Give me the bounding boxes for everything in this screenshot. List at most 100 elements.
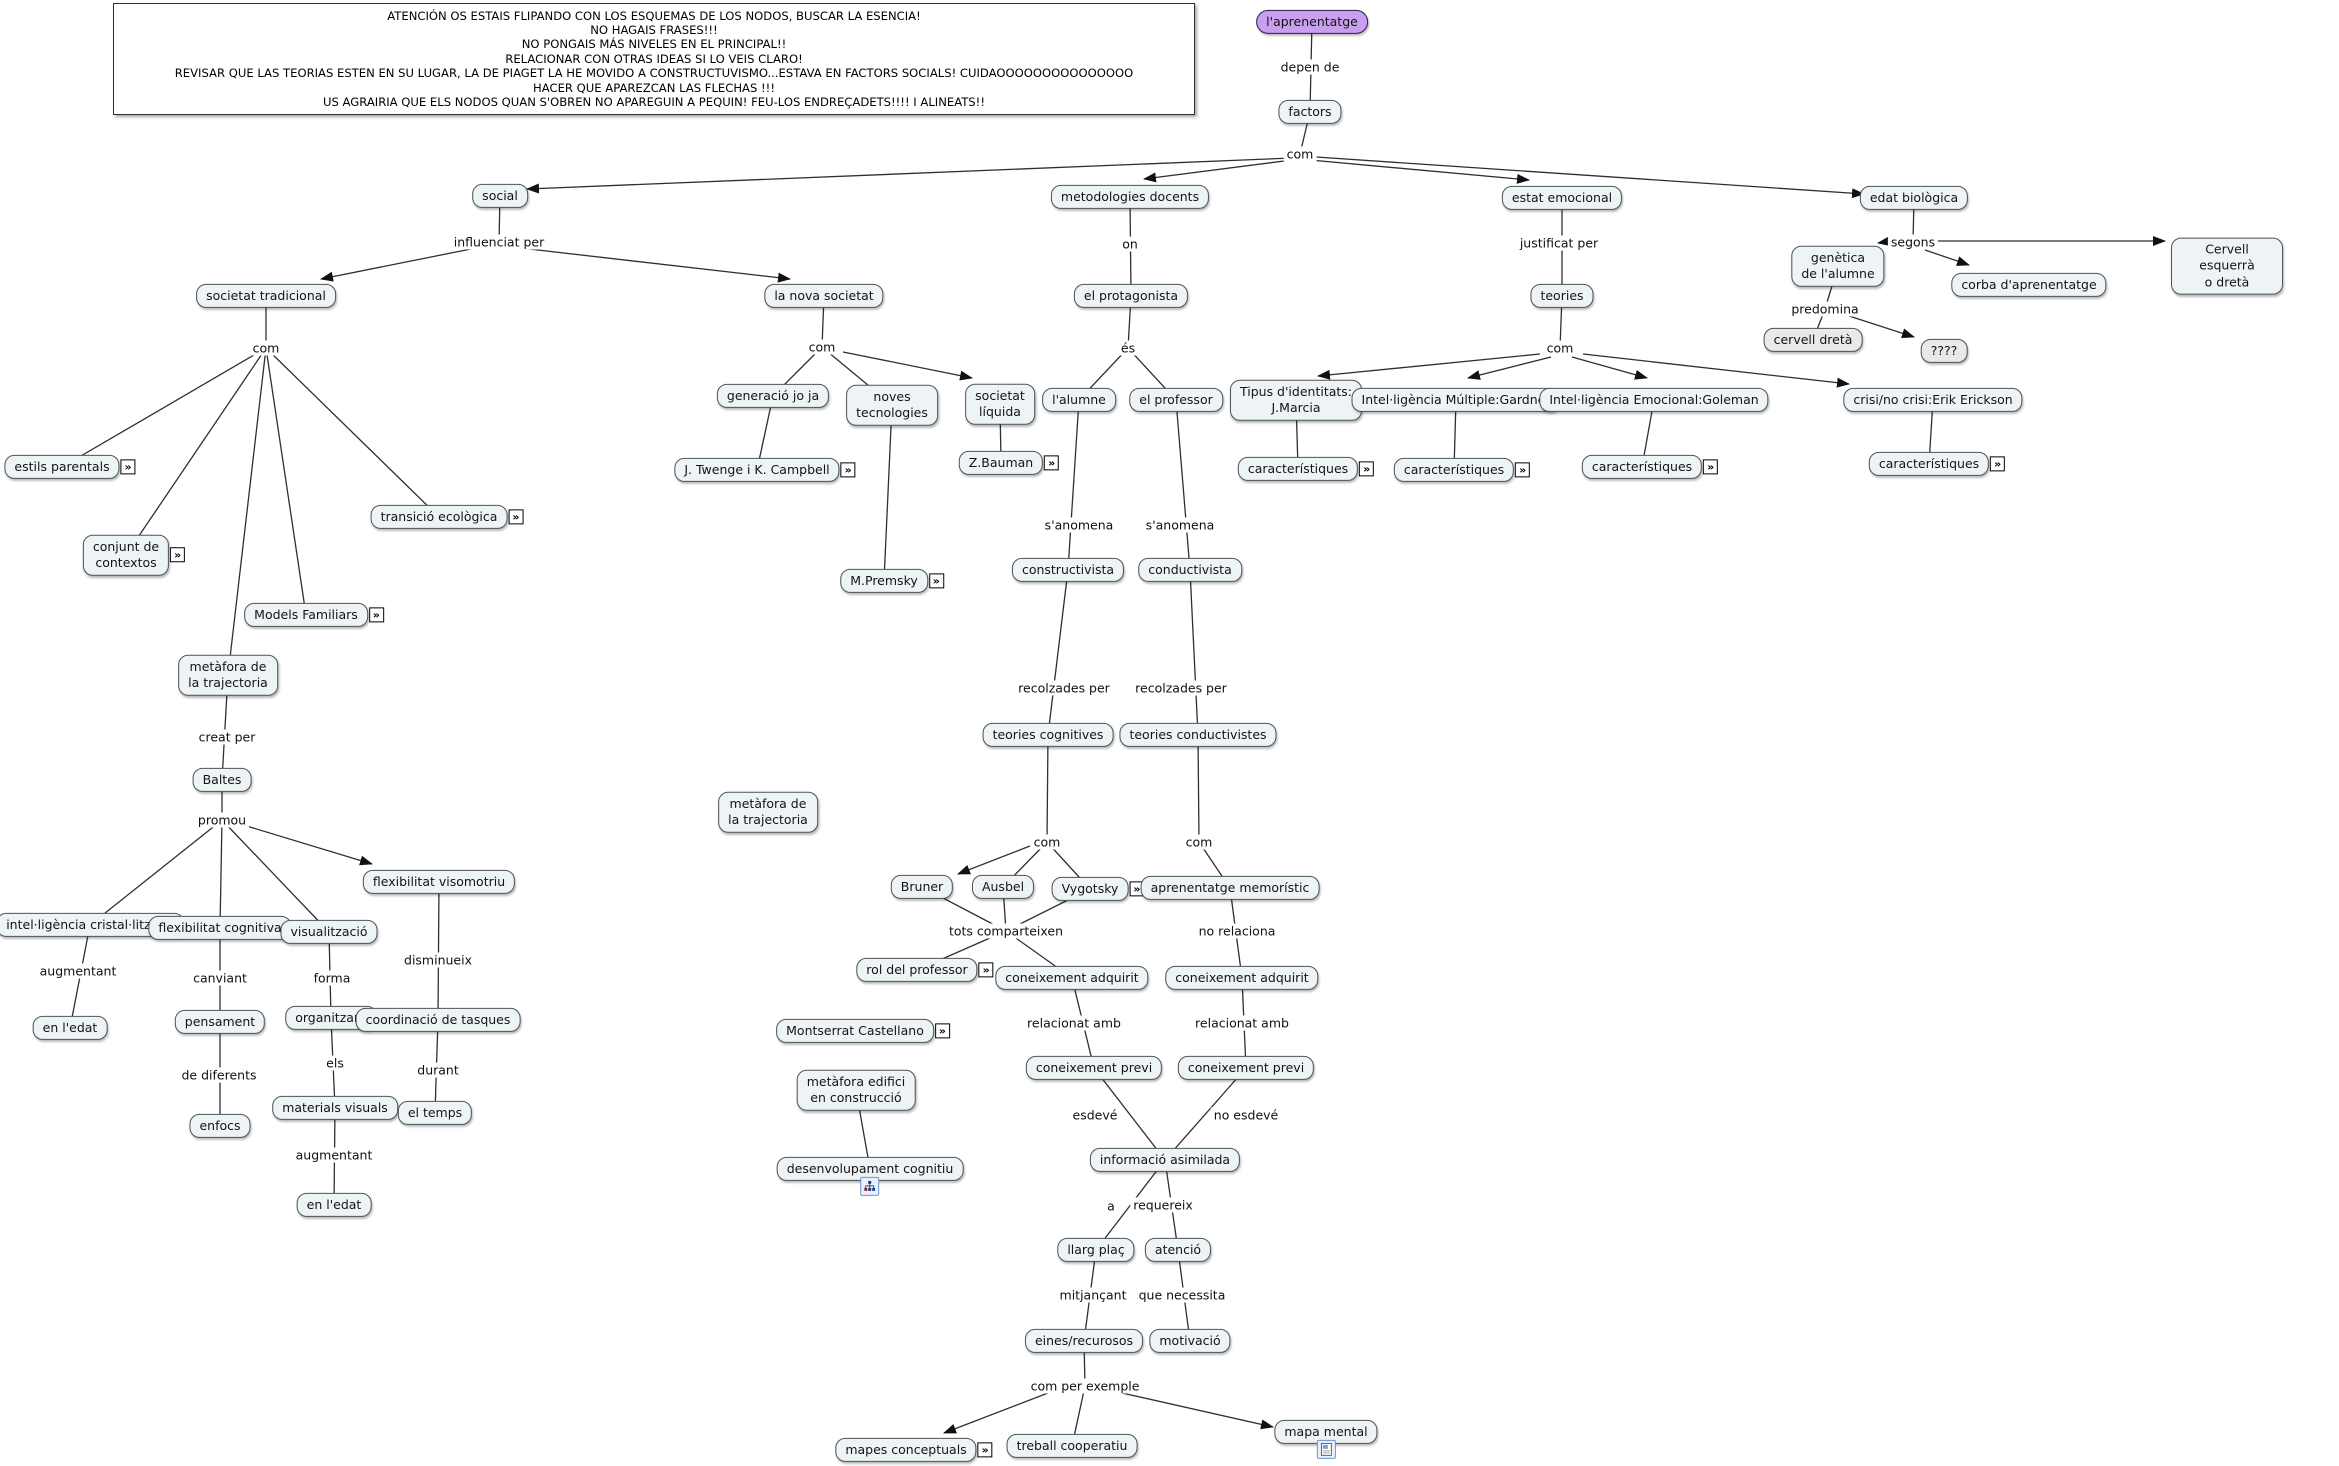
node-coneixement-adquirit-2[interactable]: coneixement adquirit [1165, 965, 1319, 991]
node-la-nova-societat[interactable]: la nova societat [764, 283, 884, 309]
link-label-disminueix[interactable]: disminueix [401, 952, 475, 968]
link-label-promou[interactable]: promou [194, 812, 250, 828]
link-label-esdeve[interactable]: esdevé [1069, 1107, 1121, 1123]
node-en-edat-1[interactable]: en l'edat [32, 1015, 108, 1041]
expand-icon[interactable]: » [978, 962, 994, 978]
expand-icon[interactable]: » [1359, 461, 1375, 477]
link-label-com-cognitives[interactable]: com [1030, 834, 1064, 850]
expand-icon[interactable]: » [928, 573, 944, 589]
node-conductivista[interactable]: conductivista [1138, 557, 1242, 583]
node-coneixement-previ-1[interactable]: coneixement previ [1025, 1055, 1163, 1081]
node-corba-aprenentatge[interactable]: corba d'aprenentatge [1951, 272, 2107, 298]
node-coneixement-adquirit-1[interactable]: coneixement adquirit [995, 965, 1149, 991]
node-alumne[interactable]: l'alumne [1042, 387, 1116, 413]
node-metafora-trajectoria-a[interactable]: metàfora de la trajectoria [178, 654, 278, 696]
link-label-com-per-exemple[interactable]: com per exemple [1027, 1378, 1143, 1394]
node-models-familiars[interactable]: Models Familiars» [244, 602, 384, 628]
node-mapes-conceptuals[interactable]: mapes conceptuals» [835, 1437, 993, 1463]
link-label-no-esdeve[interactable]: no esdevé [1210, 1107, 1282, 1123]
link-label-augmentant-2[interactable]: augmentant [292, 1147, 376, 1163]
node-coordinacio-tasques[interactable]: coordinació de tasques [355, 1007, 521, 1033]
link-label-on[interactable]: on [1119, 236, 1141, 252]
node-z-bauman[interactable]: Z.Bauman» [958, 450, 1060, 476]
link-label-predomina[interactable]: predomina [1788, 301, 1862, 317]
node-en-edat-2[interactable]: en l'edat [296, 1192, 372, 1218]
node-el-protagonista[interactable]: el protagonista [1073, 283, 1189, 309]
node-m-premsky[interactable]: M.Premsky» [840, 568, 944, 594]
node-metafora-edifici[interactable]: metàfora edifici en construcció [796, 1069, 916, 1111]
node-flexibilitat-cognitiva[interactable]: flexibilitat cognitiva [148, 915, 292, 941]
link-label-mitjancant[interactable]: mitjançant [1056, 1287, 1130, 1303]
node-twenge-campbell[interactable]: J. Twenge i K. Campbell» [674, 457, 856, 483]
concept-map-icon[interactable] [860, 1177, 880, 1197]
link-label-a[interactable]: a [1104, 1198, 1118, 1214]
expand-icon[interactable]: » [934, 1023, 950, 1039]
expand-icon[interactable]: » [977, 1442, 993, 1458]
node-intel-emocional[interactable]: Intel·ligència Emocional:Goleman [1539, 387, 1769, 413]
node-visualitzacio[interactable]: visualització [280, 919, 378, 945]
node-materials-visuals[interactable]: materials visuals [272, 1095, 398, 1121]
expand-icon[interactable]: » [120, 459, 136, 475]
link-label-justificat-per[interactable]: justificat per [1516, 235, 1602, 251]
node-teories[interactable]: teories [1530, 283, 1594, 309]
node-tipus-identitats[interactable]: Tipus d'identitats: J.Marcia [1229, 379, 1363, 421]
expand-icon[interactable]: » [170, 547, 186, 563]
node-caracteristiques-goleman[interactable]: característiques» [1581, 454, 1719, 480]
node-estat-emocional[interactable]: estat emocional [1501, 185, 1623, 211]
node-cervell-dreta[interactable]: cervell dretà [1763, 327, 1863, 353]
link-label-sanomena-1[interactable]: s'anomena [1041, 517, 1117, 533]
node-treball-cooperatiu[interactable]: treball cooperatiu [1006, 1433, 1138, 1459]
link-label-com-teories[interactable]: com [1543, 340, 1577, 356]
node-noves-tecnologies[interactable]: noves tecnologies [846, 384, 938, 426]
expand-icon[interactable]: » [840, 462, 856, 478]
node-caracteristiques-marcia[interactable]: característiques» [1237, 456, 1375, 482]
node-social[interactable]: social [472, 183, 528, 209]
link-label-recolzades-1[interactable]: recolzades per [1015, 680, 1113, 696]
link-label-no-relaciona[interactable]: no relaciona [1195, 923, 1279, 939]
node-factors[interactable]: factors [1278, 99, 1342, 125]
node-llarg-plac[interactable]: llarg plaç [1057, 1237, 1135, 1263]
link-label-segons[interactable]: segons [1887, 234, 1939, 250]
node-metodologies-docents[interactable]: metodologies docents [1050, 184, 1210, 210]
link-label-influenciat-per[interactable]: influenciat per [450, 234, 548, 250]
document-icon[interactable] [1316, 1440, 1336, 1460]
node-intel-multiple[interactable]: Intel·ligència Múltiple:Gardner [1351, 387, 1561, 413]
node-generacio-jo-ja[interactable]: generació jo ja [716, 383, 830, 409]
node-teories-cognitives[interactable]: teories cognitives [982, 722, 1114, 748]
link-label-com-tradicional[interactable]: com [249, 340, 283, 356]
node-motivacio[interactable]: motivació [1149, 1328, 1231, 1354]
link-label-creat-per[interactable]: creat per [195, 729, 259, 745]
expand-icon[interactable]: » [1044, 455, 1060, 471]
link-label-forma[interactable]: forma [310, 970, 354, 986]
node-el-professor[interactable]: el professor [1129, 387, 1223, 413]
link-label-tots-comparteixen[interactable]: tots comparteixen [945, 923, 1067, 939]
node-societat-tradicional[interactable]: societat tradicional [196, 283, 336, 309]
node-atencio[interactable]: atenció [1144, 1237, 1212, 1263]
link-label-durant[interactable]: durant [414, 1062, 462, 1078]
node-crisi-erickson[interactable]: crisi/no crisi:Erik Erickson [1843, 387, 2023, 413]
link-label-augmentant-1[interactable]: augmentant [36, 963, 120, 979]
node-edat-biologica[interactable]: edat biològica [1859, 185, 1969, 211]
node-ausbel[interactable]: Ausbel [971, 874, 1035, 900]
node-caracteristiques-erickson[interactable]: característiques» [1868, 451, 2006, 477]
link-label-requereix[interactable]: requereix [1130, 1197, 1196, 1213]
link-label-depen-de[interactable]: depen de [1277, 59, 1343, 75]
node-vygotsky[interactable]: Vygotsky» [1051, 876, 1145, 902]
node-genetica-alumne[interactable]: genètica de l'alumne [1791, 245, 1885, 287]
node-mapa-mental[interactable]: mapa mental [1274, 1419, 1378, 1460]
node-interrogants[interactable]: ???? [1920, 338, 1968, 364]
link-label-com-conductivistes[interactable]: com [1182, 834, 1216, 850]
node-pensament[interactable]: pensament [174, 1009, 266, 1035]
node-aprenentatge[interactable]: l'aprenentatge [1256, 9, 1368, 35]
link-label-els[interactable]: els [323, 1055, 347, 1071]
node-bruner[interactable]: Bruner [890, 874, 954, 900]
node-enfocs[interactable]: enfocs [189, 1113, 251, 1139]
link-label-com-factors[interactable]: com [1283, 146, 1317, 162]
node-estils-parentals[interactable]: estils parentals» [4, 454, 136, 480]
expand-icon[interactable]: » [1990, 456, 2006, 472]
node-desenvolupament-cognitiu[interactable]: desenvolupament cognitiu [776, 1156, 964, 1197]
link-label-es[interactable]: és [1117, 340, 1139, 356]
expand-icon[interactable]: » [368, 607, 384, 623]
link-label-recolzades-2[interactable]: recolzades per [1132, 680, 1230, 696]
link-label-relacionat-1[interactable]: relacionat amb [1024, 1015, 1124, 1031]
